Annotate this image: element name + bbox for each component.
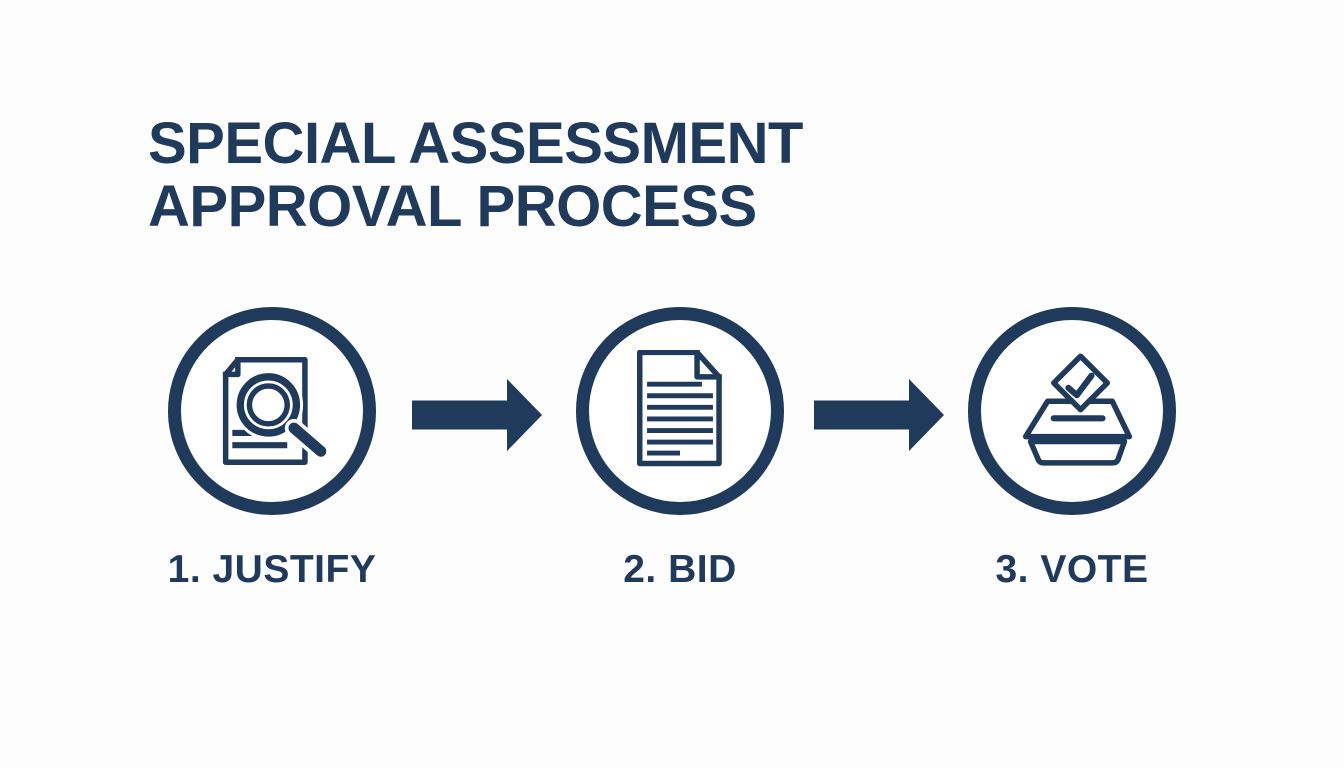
step-3-circle	[968, 307, 1176, 515]
step-2-circle	[576, 307, 784, 515]
step-1-label: 1. JUSTIFY	[167, 548, 377, 591]
arrow-right-icon	[814, 379, 944, 451]
title-line-1: SPECIAL ASSESSMENT	[148, 111, 803, 176]
title-line-2: APPROVAL PROCESS	[148, 174, 757, 239]
document-magnifier-icon	[222, 357, 330, 465]
page-title: SPECIAL ASSESSMENT APPROVAL PROCESS	[148, 112, 803, 238]
step-3-label: 3. VOTE	[995, 548, 1149, 591]
ballot-box-icon	[1022, 353, 1133, 466]
step-1-circle	[168, 307, 376, 515]
document-text-icon	[636, 350, 722, 467]
arrow-right-icon	[412, 379, 542, 451]
step-2-label: 2. BID	[623, 548, 737, 591]
